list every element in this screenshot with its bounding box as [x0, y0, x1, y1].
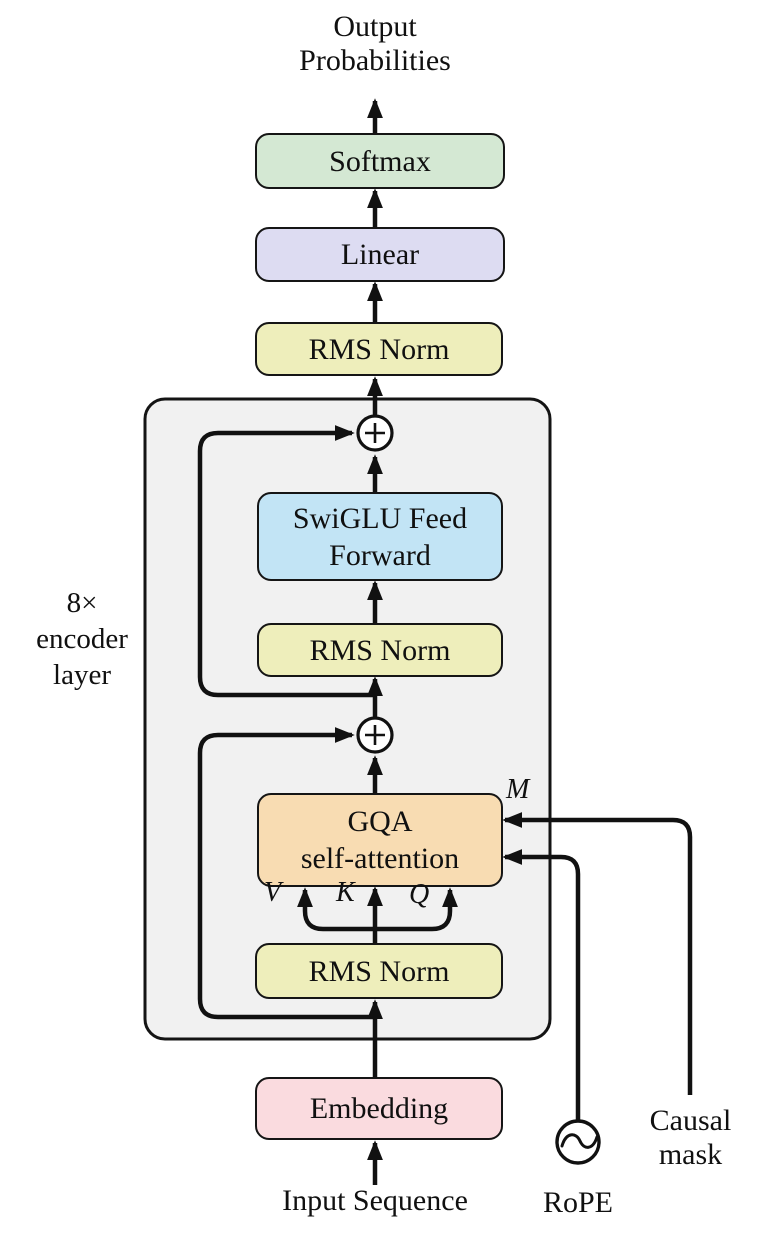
mask-m-label: M: [506, 774, 530, 805]
plus-circle-icon: [356, 716, 394, 754]
block-swiglu-feed-forward: SwiGLU Feed Forward: [257, 492, 503, 581]
encoder-repeat-label: 8× encoder layer: [36, 587, 128, 691]
arrow-causal-mask-to-gqa: [502, 812, 693, 1095]
block-embedding: Embedding: [255, 1077, 503, 1140]
rope-label: RoPE: [542, 1186, 614, 1219]
block-rms-norm-attention: RMS Norm: [255, 943, 503, 999]
block-rms-norm-final: RMS Norm: [255, 322, 503, 376]
residual-connection-ffn: [197, 425, 375, 698]
block-softmax: Softmax: [255, 133, 505, 189]
key-k-label: K: [336, 877, 355, 908]
causal-mask-label: Causal mask: [649, 1104, 732, 1171]
value-v-label: V: [264, 877, 282, 908]
arrow-rmsnorm-to-gqa-q: [375, 887, 458, 932]
arrow-rmsnorm-to-gqa-v: [297, 887, 375, 932]
arrow-rope-to-gqa: [502, 849, 581, 1121]
plus-circle-icon: [356, 414, 394, 452]
input-sequence-label: Input Sequence: [282, 1184, 468, 1217]
block-linear: Linear: [255, 227, 505, 282]
output-probabilities-label: Output Probabilities: [299, 10, 451, 77]
sine-wave-circle-icon: [555, 1119, 601, 1165]
residual-connection-attention: [197, 727, 375, 1020]
query-q-label: Q: [409, 879, 430, 910]
block-rms-norm-ffn: RMS Norm: [257, 623, 503, 677]
block-gqa-self-attention: GQA self-attention: [257, 793, 503, 887]
